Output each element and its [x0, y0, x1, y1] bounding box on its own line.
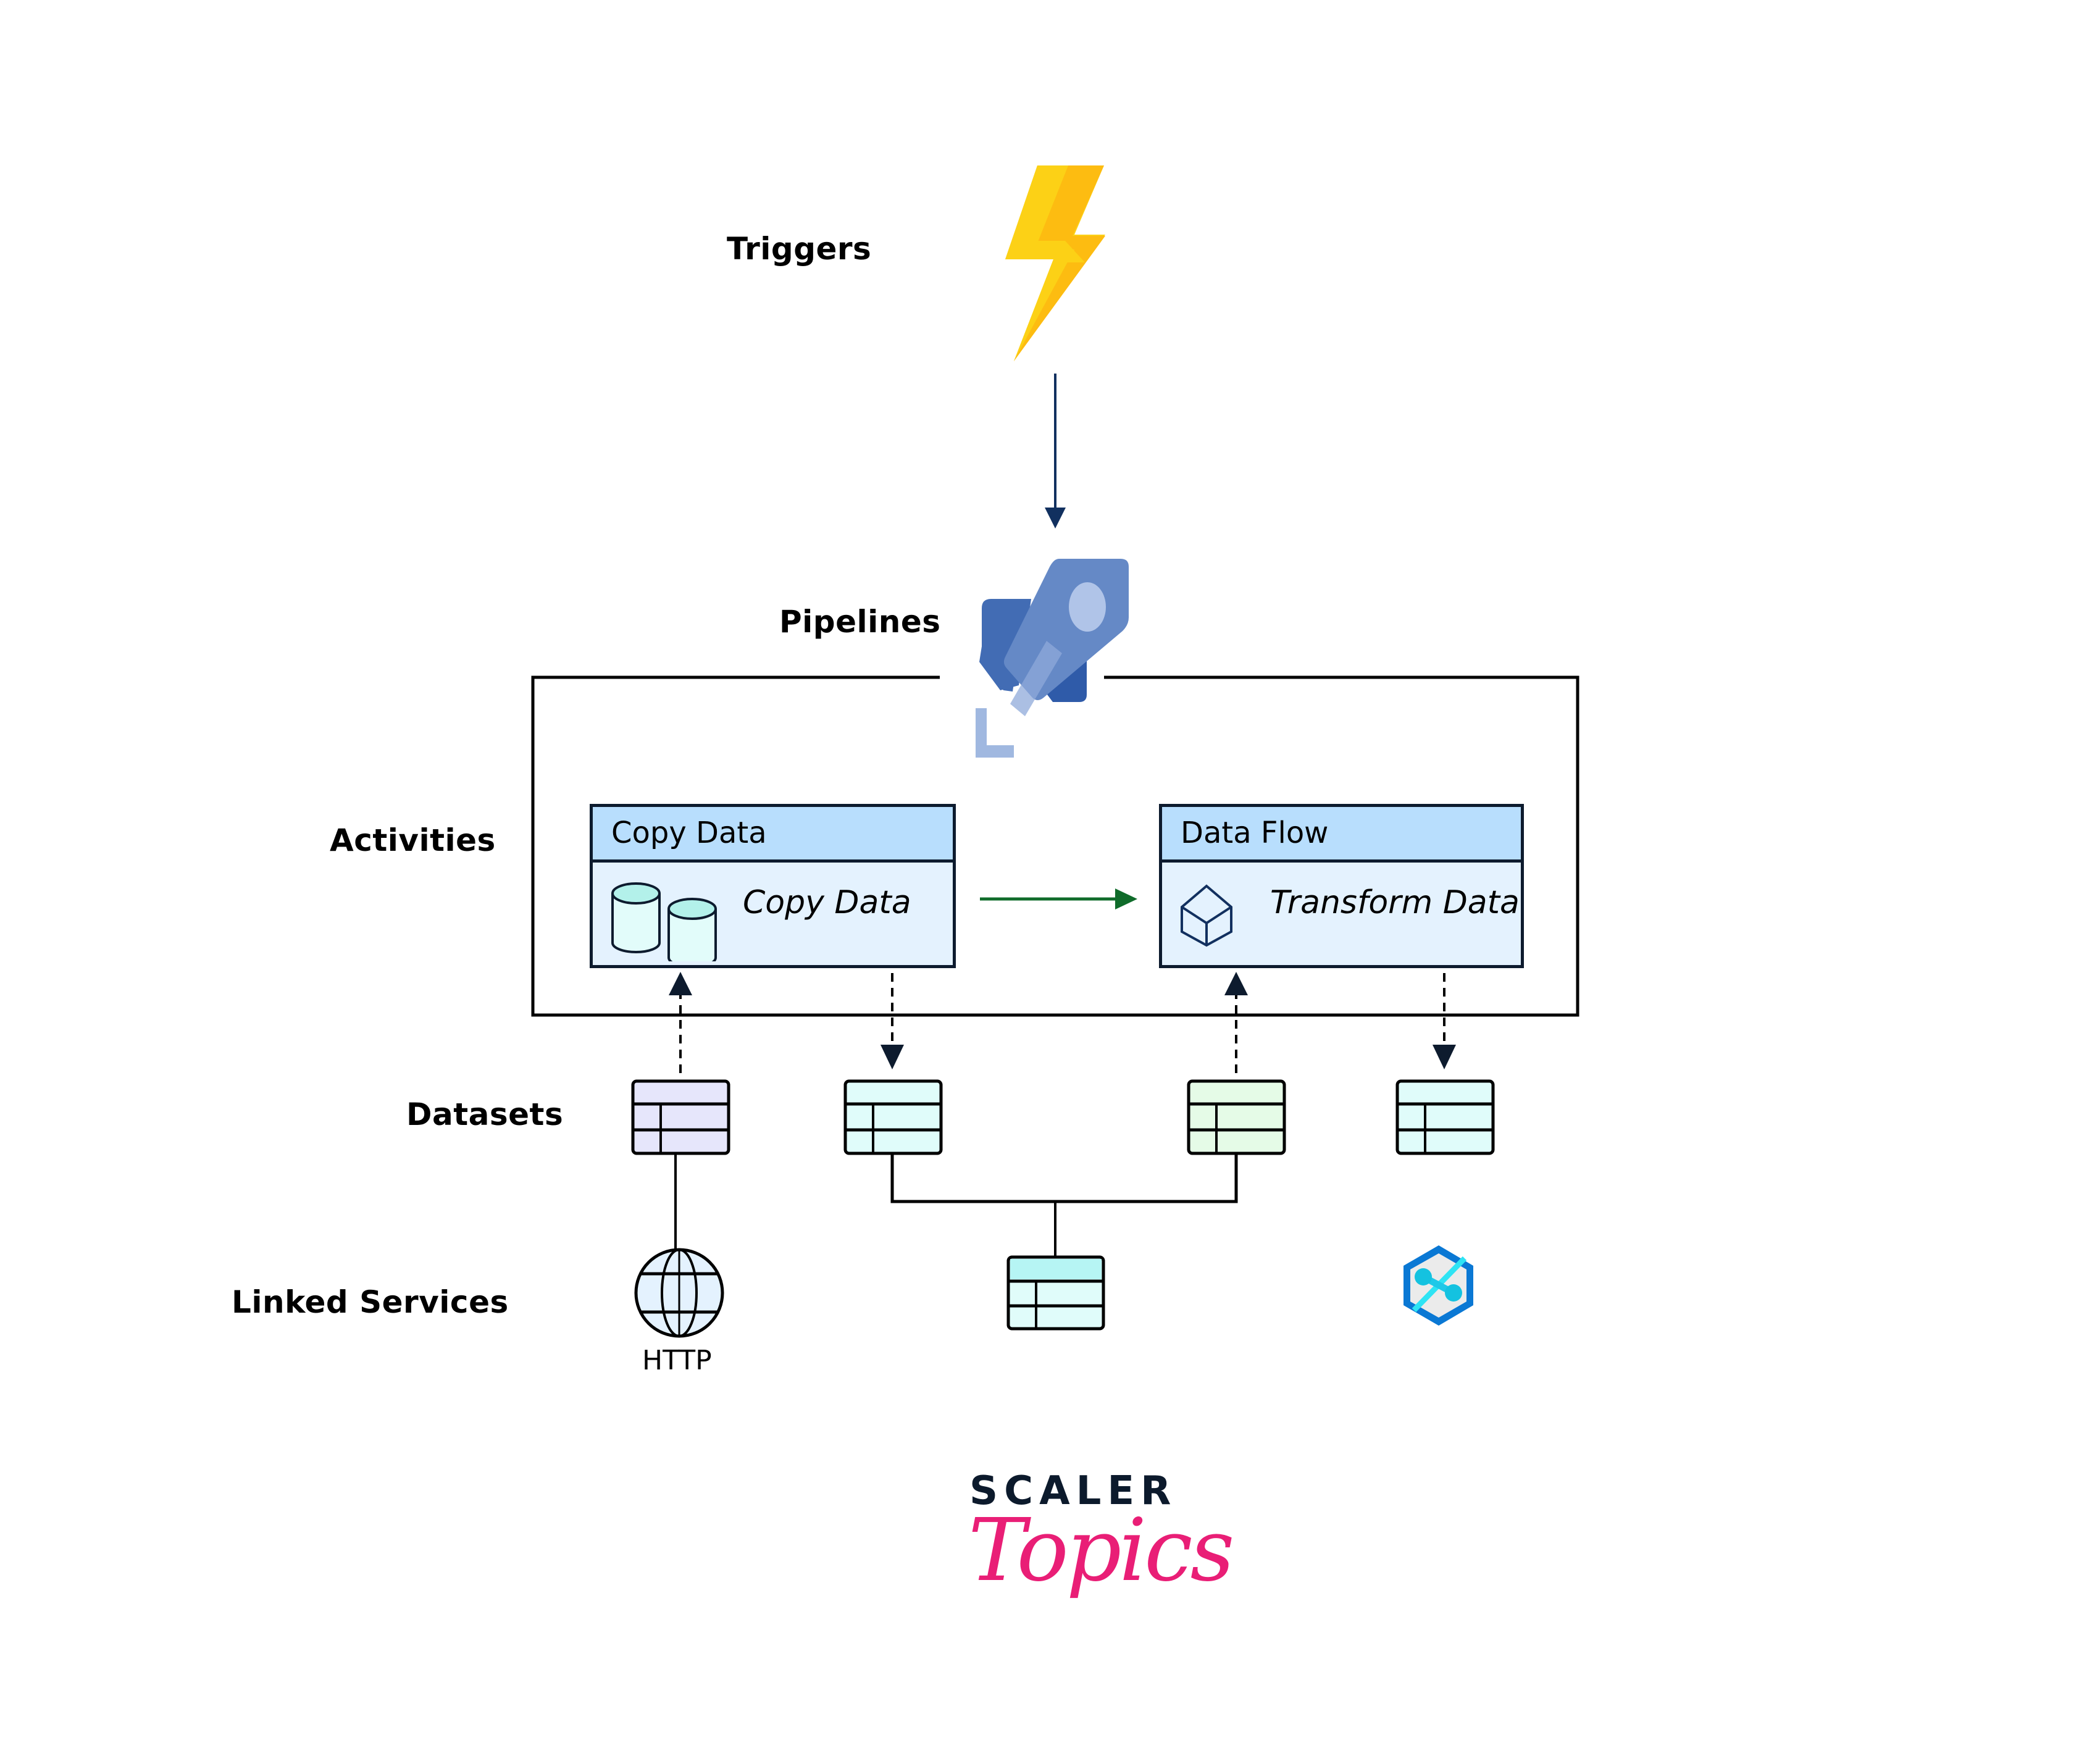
hexagon-synapse-icon: [1403, 1245, 1473, 1326]
table-icon: [1006, 1255, 1105, 1331]
activity-description: Transform Data: [1270, 884, 1520, 921]
layer-label-datasets: Datasets: [406, 1097, 564, 1132]
dataset-output-arrow-1: [881, 973, 904, 1069]
dataset-table-icon: [843, 1079, 943, 1155]
trigger-to-pipeline-arrow: [1045, 374, 1066, 529]
layer-label-activities: Activities: [330, 822, 496, 858]
activity-header: Data Flow: [1162, 807, 1521, 863]
activity-description: Copy Data: [743, 884, 911, 921]
brand-topics: Topics: [968, 1500, 1234, 1601]
rocket-pipeline-icon: [976, 559, 1129, 758]
cube-icon: [1181, 884, 1232, 947]
layer-label-pipelines: Pipelines: [779, 604, 941, 640]
lightning-bolt-icon: [1005, 165, 1105, 361]
dataset-input-arrow-1: [669, 972, 692, 1073]
brand-scaler: SCALER: [969, 1468, 1178, 1514]
pipeline-container: [531, 675, 1579, 1017]
layer-label-triggers: Triggers: [727, 231, 872, 267]
http-service-label: HTTP: [642, 1345, 712, 1376]
dataset-group: [631, 1079, 1495, 1155]
database-cylinders-icon: [611, 882, 717, 961]
activity-copy-data[interactable]: Copy Data Copy Data: [590, 804, 956, 968]
dataset-table-icon: [1187, 1079, 1286, 1155]
activity-data-flow[interactable]: Data Flow Transform Data: [1159, 804, 1524, 968]
activity-flow-arrow: [980, 888, 1137, 909]
layer-label-linked-services: Linked Services: [232, 1284, 509, 1320]
activity-header: Copy Data: [593, 807, 953, 863]
dataset-output-arrow-2: [1433, 973, 1456, 1069]
dataset-table-icon: [1395, 1079, 1495, 1155]
dataset-input-arrow-2: [1224, 972, 1248, 1073]
dataset-link-lines: [674, 1153, 1238, 1257]
globe-icon: [634, 1248, 724, 1338]
dataset-table-icon: [631, 1079, 730, 1155]
